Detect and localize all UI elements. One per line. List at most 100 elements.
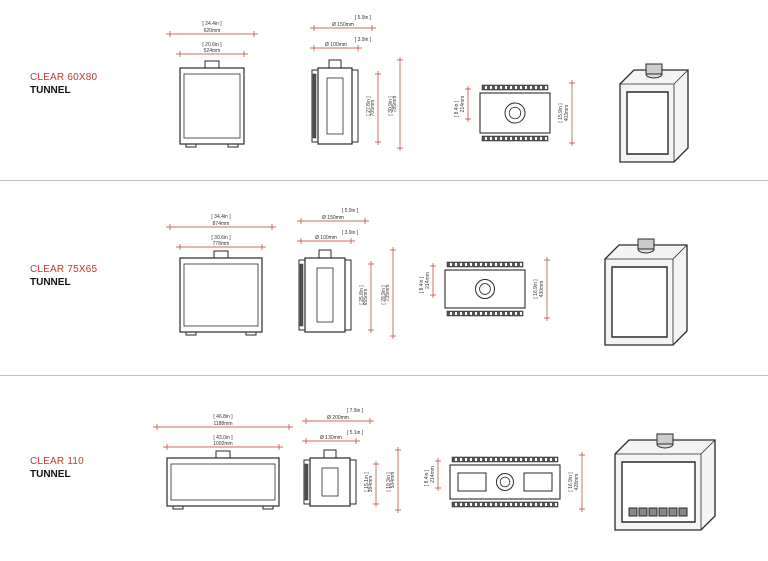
flue-outlet-circle — [508, 106, 522, 120]
isometric-edge — [673, 69, 689, 85]
dimension-label: 534mm — [390, 472, 396, 489]
chain-link — [470, 458, 472, 461]
dimension-label: 1092mm — [213, 441, 232, 447]
dimension-label: [ 19.3in ] — [386, 472, 392, 492]
chain-link — [520, 312, 522, 315]
front-view-foot — [185, 143, 197, 148]
isometric-edge — [672, 244, 688, 260]
front-view-foot — [262, 505, 274, 510]
chain-link — [485, 86, 487, 89]
chain-link — [480, 263, 482, 266]
chain-link — [465, 263, 467, 266]
chain-link — [495, 263, 497, 266]
chain-link — [475, 263, 477, 266]
chain-link — [495, 86, 497, 89]
dimension-label: 430mm — [539, 281, 545, 298]
chain-link — [535, 137, 537, 140]
flue-outlet-circle — [504, 102, 526, 124]
dimension-label: 778mm — [213, 241, 230, 247]
chain-link — [530, 458, 532, 461]
chain-link — [460, 263, 462, 266]
isometric-log — [628, 507, 638, 517]
dimension-label: 655mm — [363, 289, 369, 306]
chain-link — [510, 458, 512, 461]
side-view-panel — [326, 77, 344, 135]
dimension-label: Ø 100mm — [315, 235, 337, 241]
dimension-label: [ 24.4in ] — [202, 21, 222, 27]
chain-link — [500, 458, 502, 461]
chain-link — [530, 503, 532, 506]
front-view-body — [179, 257, 263, 333]
dimension-label: [ 30.9in ] — [388, 96, 394, 116]
chain-link — [505, 503, 507, 506]
side-view-door — [298, 259, 306, 331]
chain-link — [460, 503, 462, 506]
dimension-label: 705mm — [370, 100, 376, 117]
isometric-log — [638, 507, 648, 517]
dimension-label: 214mm — [430, 466, 436, 483]
chain-link — [455, 263, 457, 266]
flue-outlet-circle — [475, 279, 495, 299]
chain-link — [490, 137, 492, 140]
chain-link — [525, 503, 527, 506]
dimension-label: [ 5.9in ] — [342, 208, 359, 214]
front-view-body — [166, 457, 280, 507]
flue-outlet-circle — [496, 473, 514, 491]
chain-link — [550, 503, 552, 506]
chain-link — [550, 458, 552, 461]
dimension-label: [ 5.9in ] — [355, 15, 372, 21]
chain-link — [490, 86, 492, 89]
dimension-label: [ 25.8in ] — [359, 285, 365, 305]
side-view-panel — [316, 267, 334, 323]
flue-collar — [318, 249, 332, 259]
dimension-label: Ø 150mm — [332, 22, 354, 28]
side-view-chain — [304, 463, 309, 501]
chain-link — [500, 86, 502, 89]
isometric-log — [658, 507, 668, 517]
chain-link — [470, 312, 472, 315]
chain-link — [485, 263, 487, 266]
chain-link — [490, 312, 492, 315]
flue-collar — [204, 60, 220, 69]
dimension-label: 428mm — [574, 474, 580, 491]
dimension-label: 214mm — [460, 96, 466, 113]
chain-link — [520, 137, 522, 140]
chain-link — [505, 86, 507, 89]
side-view-body — [304, 257, 346, 333]
front-view-glass — [183, 73, 241, 139]
chain-link — [455, 503, 457, 506]
front-view-foot — [172, 505, 184, 510]
chain-link — [480, 458, 482, 461]
chain-link — [470, 503, 472, 506]
dimension-label: [ 30.6in ] — [211, 235, 231, 241]
isometric-log — [668, 507, 678, 517]
chain-link — [500, 263, 502, 266]
chain-link — [495, 458, 497, 461]
chain-link — [480, 312, 482, 315]
chain-link — [515, 312, 517, 315]
chain-link — [555, 503, 557, 506]
chain-link — [455, 312, 457, 315]
dimension-label: [ 20.6in ] — [202, 42, 222, 48]
flue-collar — [323, 449, 337, 459]
chain-link — [545, 503, 547, 506]
dimension-label: Ø 200mm — [327, 415, 349, 421]
isometric-flue — [656, 433, 674, 445]
chain-link — [465, 312, 467, 315]
section-separator — [0, 180, 768, 181]
side-view-panel — [321, 467, 339, 497]
model-type-1: TUNNEL — [30, 85, 71, 96]
chain-link — [485, 458, 487, 461]
side-view-chain — [299, 263, 304, 327]
chain-link — [520, 458, 522, 461]
chain-link — [545, 86, 547, 89]
chain-link — [500, 503, 502, 506]
dimension-label: [ 27.8in ] — [366, 96, 372, 116]
dimension-label: 214mm — [425, 272, 431, 289]
chain-link — [510, 86, 512, 89]
chain-link — [515, 137, 517, 140]
isometric-log — [648, 507, 658, 517]
model-name-2: CLEAR 75X65 — [30, 264, 98, 275]
chain-link — [540, 503, 542, 506]
plan-view-body — [444, 269, 526, 309]
